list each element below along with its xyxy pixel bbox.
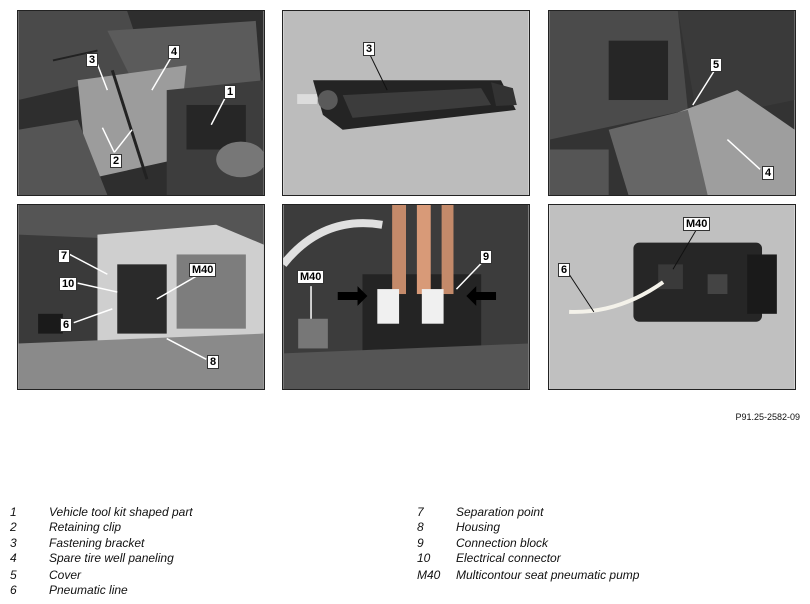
pump-location-photo bbox=[18, 205, 264, 389]
callout-3: 3 bbox=[363, 42, 376, 56]
leader-lines bbox=[69, 253, 209, 360]
legend-label: Retaining clip bbox=[49, 520, 122, 534]
leader-lines bbox=[568, 230, 697, 313]
photo-panel-6: M40 6 bbox=[548, 204, 796, 390]
callout-m40: M40 bbox=[297, 270, 325, 284]
legend-number: 10 bbox=[417, 551, 431, 565]
photo-panel-3: 5 4 bbox=[548, 10, 796, 196]
legend-label: Separation point bbox=[456, 505, 544, 519]
connection-block-photo bbox=[283, 205, 529, 389]
legend-number: 2 bbox=[10, 520, 17, 534]
legend-number: 4 bbox=[10, 551, 17, 565]
callout-6: 6 bbox=[558, 263, 571, 277]
callout-6: 6 bbox=[60, 318, 73, 332]
legend-label: Connection block bbox=[456, 536, 549, 550]
legend-label: Pneumatic line bbox=[49, 583, 128, 597]
callout-2: 2 bbox=[110, 154, 123, 168]
photo-panel-4: M40 7 10 6 8 bbox=[17, 204, 265, 390]
callout-8: 8 bbox=[207, 355, 220, 369]
legend-label: Electrical connector bbox=[456, 551, 561, 565]
legend-number: 1 bbox=[10, 505, 17, 519]
legend-item-7: 7 Separation point bbox=[417, 505, 797, 520]
legend-item-2: 2 Retaining clip bbox=[10, 520, 390, 535]
legend-item-9: 9 Connection block bbox=[417, 536, 797, 551]
figure-reference: P91.25-2582-09 bbox=[735, 412, 800, 422]
callout-1: 1 bbox=[224, 85, 237, 99]
callout-m40: M40 bbox=[189, 263, 217, 277]
leader-lines bbox=[310, 262, 482, 319]
photo-panel-5: M40 9 bbox=[282, 204, 530, 390]
legend-item-4: 4 Spare tire well paneling bbox=[10, 551, 390, 566]
legend-item-6: 6 Pneumatic line bbox=[10, 583, 390, 598]
leader-lines bbox=[368, 53, 388, 91]
callout-9: 9 bbox=[480, 250, 493, 264]
callout-5: 5 bbox=[710, 58, 723, 72]
callout-7: 7 bbox=[58, 249, 71, 263]
legend-number: 9 bbox=[417, 536, 424, 550]
pneumatic-pump-photo bbox=[549, 205, 795, 389]
legend-label: Spare tire well paneling bbox=[49, 551, 174, 565]
legend-number: 6 bbox=[10, 583, 17, 597]
leader-lines bbox=[692, 69, 761, 170]
legend-label: Multicontour seat pneumatic pump bbox=[456, 568, 640, 582]
legend-number: 7 bbox=[417, 505, 424, 519]
legend-number: M40 bbox=[417, 568, 441, 582]
legend-item-3: 3 Fastening bracket bbox=[10, 536, 390, 551]
legend-label: Fastening bracket bbox=[49, 536, 145, 550]
callout-4: 4 bbox=[762, 166, 775, 180]
callout-m40: M40 bbox=[683, 217, 711, 231]
legend-item-8: 8 Housing bbox=[417, 520, 797, 535]
legend-item-10: 10 Electrical connector bbox=[417, 551, 797, 566]
legend-item-1: 1 Vehicle tool kit shaped part bbox=[10, 505, 390, 520]
legend-label: Cover bbox=[49, 568, 82, 582]
legend-number: 8 bbox=[417, 520, 424, 534]
legend-label: Vehicle tool kit shaped part bbox=[49, 505, 193, 519]
callout-4: 4 bbox=[168, 45, 181, 59]
legend-label: Housing bbox=[456, 520, 501, 534]
leader-lines bbox=[96, 56, 227, 153]
callout-10: 10 bbox=[59, 277, 78, 291]
legend-number: 3 bbox=[10, 536, 17, 550]
callout-3: 3 bbox=[86, 53, 99, 67]
legend-item-m40: M40 Multicontour seat pneumatic pump bbox=[417, 568, 797, 583]
spare-tire-paneling-photo bbox=[549, 11, 795, 195]
photo-panel-2: 3 bbox=[282, 10, 530, 196]
fastening-bracket-photo bbox=[283, 11, 529, 195]
legend-item-5: 5 Cover bbox=[10, 568, 390, 583]
photo-panel-1: 3 4 1 2 bbox=[17, 10, 265, 196]
legend-number: 5 bbox=[10, 568, 17, 582]
